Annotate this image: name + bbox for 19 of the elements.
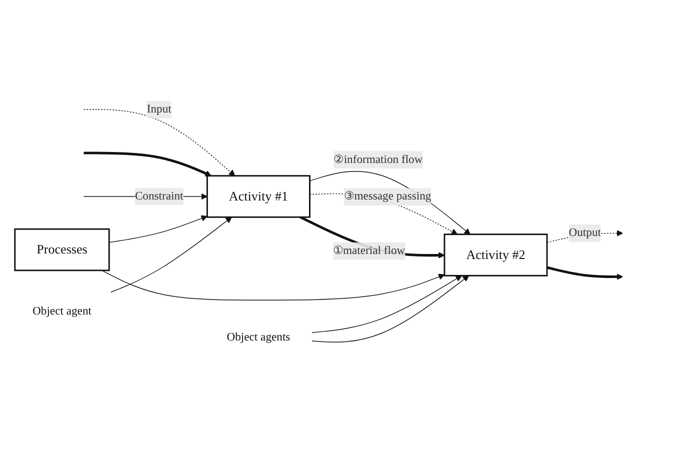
arrow	[546, 266, 623, 280]
edge-label: ③message passing	[344, 190, 432, 203]
node-box: Processes	[14, 228, 110, 272]
node-text: Object agent	[32, 305, 92, 318]
arrow	[101, 270, 445, 300]
node-box: Activity #2	[444, 234, 548, 276]
edge-label: Output	[568, 226, 601, 240]
arrow	[84, 152, 212, 176]
node-box: Activity #1	[206, 175, 310, 218]
arrow	[110, 216, 232, 292]
edge-label: Input	[146, 102, 172, 116]
edge-label: ①material flow	[332, 244, 406, 257]
arrow	[312, 275, 462, 333]
edge-label: Constraint	[134, 190, 184, 202]
arrow	[312, 275, 470, 342]
arrow	[108, 215, 208, 243]
arrow	[83, 109, 236, 176]
node-text: Object agents	[226, 331, 290, 344]
edge-label: ②information flow	[334, 153, 423, 166]
